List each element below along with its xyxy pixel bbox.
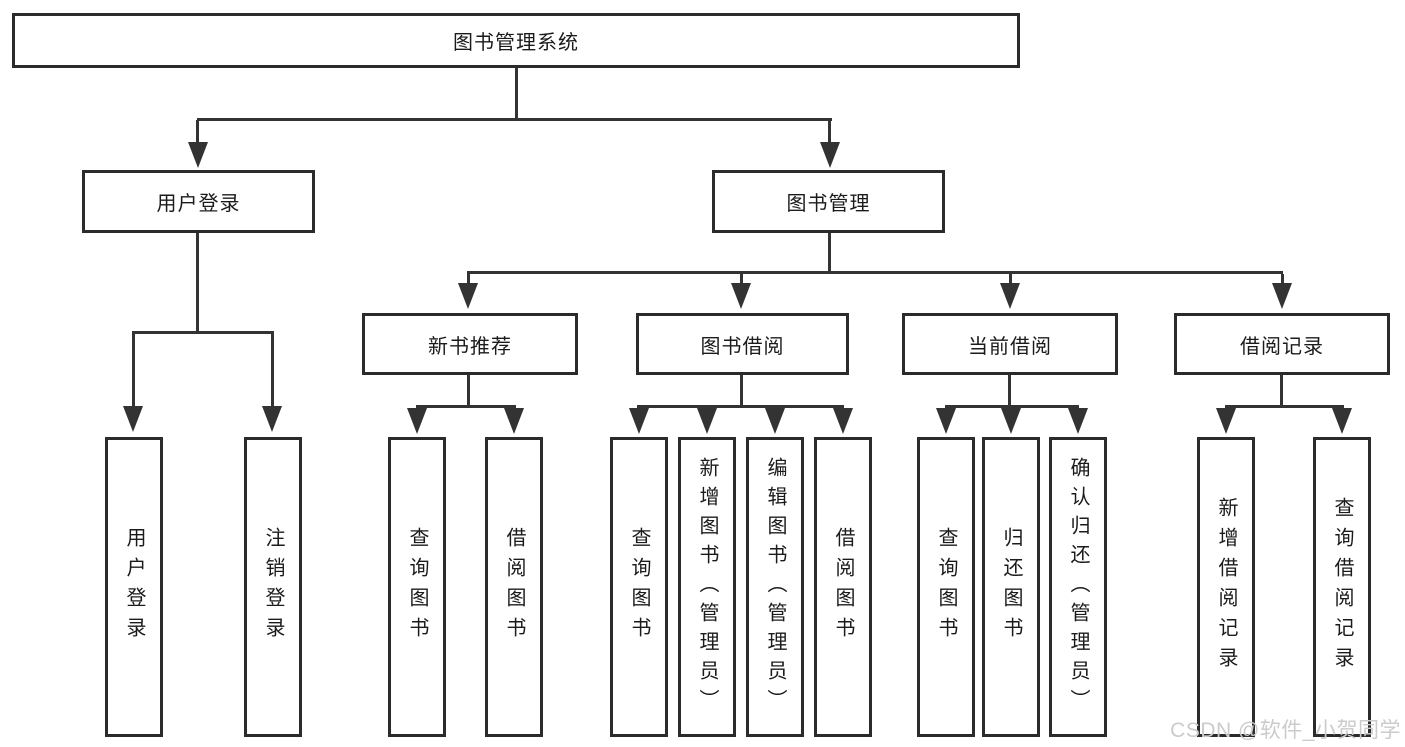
arrow-down bbox=[1001, 408, 1021, 434]
connector-h bbox=[637, 405, 844, 408]
node-label: 图书管理系统 bbox=[453, 32, 579, 54]
connector-v bbox=[828, 233, 831, 273]
node-label: 图书管理 bbox=[786, 193, 871, 215]
node-library-management-system: 图书管理系统 bbox=[12, 13, 1020, 68]
node-book-management: 图书管理 bbox=[712, 170, 945, 233]
arrow-down bbox=[1332, 408, 1352, 434]
leaf-label: 查询图书 bbox=[935, 527, 957, 647]
connector-h bbox=[945, 405, 1079, 408]
leaf-label: 用户登录 bbox=[123, 527, 145, 647]
leaf-newbook-query-books: 查询图书 bbox=[388, 437, 446, 737]
connector-h bbox=[197, 118, 832, 121]
node-current-borrowing: 当前借阅 bbox=[902, 313, 1118, 375]
leaf-label: 归还图书 bbox=[1000, 527, 1022, 647]
arrow-down bbox=[820, 142, 840, 168]
leaf-label: 借阅图书 bbox=[832, 527, 854, 647]
leaf-current-return-books: 归还图书 bbox=[982, 437, 1040, 737]
arrow-down bbox=[188, 142, 208, 168]
leaf-user-login: 用户登录 bbox=[105, 437, 163, 737]
leaf-logout: 注销登录 bbox=[244, 437, 302, 737]
connector-v bbox=[1009, 274, 1012, 284]
arrow-down bbox=[1068, 408, 1088, 434]
arrow-down bbox=[765, 408, 785, 434]
arrow-down bbox=[833, 408, 853, 434]
arrow-down bbox=[731, 283, 751, 309]
arrow-down bbox=[504, 408, 524, 434]
leaf-label: 确认归还（管理员） bbox=[1067, 456, 1089, 718]
node-new-book-recommendation: 新书推荐 bbox=[362, 313, 578, 375]
leaf-label: 编辑图书（管理员） bbox=[764, 456, 786, 718]
node-label: 用户登录 bbox=[156, 193, 241, 215]
connector-v bbox=[196, 233, 199, 333]
connector-h bbox=[1225, 405, 1344, 408]
leaf-borrowing-edit-books-admin: 编辑图书（管理员） bbox=[746, 437, 804, 737]
arrow-down bbox=[697, 408, 717, 434]
connector-v bbox=[1008, 375, 1011, 407]
leaf-label: 查询图书 bbox=[628, 527, 650, 647]
connector-v bbox=[196, 120, 199, 142]
arrow-down bbox=[1000, 283, 1020, 309]
leaf-label: 查询借阅记录 bbox=[1331, 497, 1353, 677]
leaf-current-confirm-return-admin: 确认归还（管理员） bbox=[1049, 437, 1107, 737]
connector-h bbox=[132, 331, 274, 334]
leaf-label: 查询图书 bbox=[406, 527, 428, 647]
leaf-current-query-books: 查询图书 bbox=[917, 437, 975, 737]
connector-v bbox=[132, 333, 135, 406]
node-borrowing-records: 借阅记录 bbox=[1174, 313, 1390, 375]
connector-v bbox=[271, 333, 274, 406]
arrow-down bbox=[1272, 283, 1292, 309]
connector-h bbox=[467, 271, 1283, 274]
leaf-borrowing-add-books-admin: 新增图书（管理员） bbox=[678, 437, 736, 737]
node-label: 新书推荐 bbox=[428, 335, 512, 358]
connector-v bbox=[1281, 274, 1284, 284]
connector-h bbox=[416, 405, 516, 408]
node-label: 当前借阅 bbox=[968, 335, 1052, 358]
node-label: 借阅记录 bbox=[1240, 335, 1324, 358]
leaf-label: 新增借阅记录 bbox=[1215, 497, 1237, 677]
connector-v bbox=[467, 274, 470, 284]
watermark: CSDN @软件_小贺同学 bbox=[1170, 719, 1401, 742]
leaf-records-query-borrow-record: 查询借阅记录 bbox=[1313, 437, 1371, 737]
connector-v bbox=[515, 68, 518, 119]
leaf-label: 注销登录 bbox=[262, 527, 284, 647]
leaf-borrowing-borrow-books: 借阅图书 bbox=[814, 437, 872, 737]
connector-v bbox=[1280, 375, 1283, 407]
leaf-label: 新增图书（管理员） bbox=[696, 456, 718, 718]
leaf-newbook-borrow-books: 借阅图书 bbox=[485, 437, 543, 737]
node-user-login: 用户登录 bbox=[82, 170, 315, 233]
connector-v bbox=[828, 120, 831, 142]
arrow-down bbox=[262, 406, 282, 432]
connector-v bbox=[740, 375, 743, 407]
arrow-down bbox=[936, 408, 956, 434]
node-book-borrowing: 图书借阅 bbox=[636, 313, 849, 375]
arrow-down bbox=[1216, 408, 1236, 434]
arrow-down bbox=[629, 408, 649, 434]
arrow-down bbox=[123, 406, 143, 432]
leaf-label: 借阅图书 bbox=[503, 527, 525, 647]
leaf-borrowing-query-books: 查询图书 bbox=[610, 437, 668, 737]
connector-v bbox=[467, 375, 470, 407]
arrow-down bbox=[407, 408, 427, 434]
node-label: 图书借阅 bbox=[700, 335, 785, 358]
connector-v bbox=[740, 274, 743, 284]
arrow-down bbox=[458, 283, 478, 309]
leaf-records-add-borrow-record: 新增借阅记录 bbox=[1197, 437, 1255, 737]
